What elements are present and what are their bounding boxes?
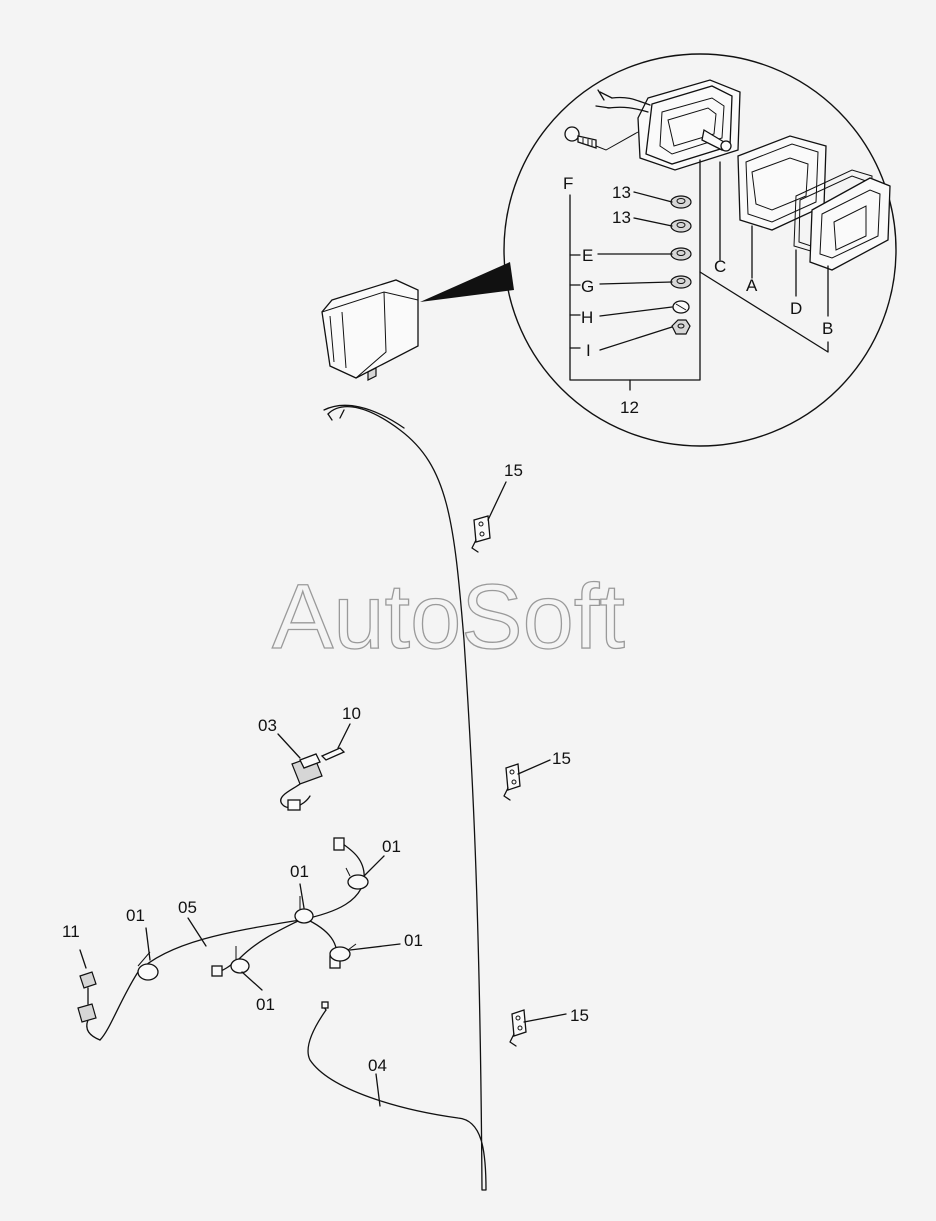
label-G: G [581, 277, 594, 296]
label-01-top: 01 [382, 837, 401, 856]
bracket-15-low [509, 1009, 567, 1047]
label-C: C [714, 257, 726, 276]
label-15a: 15 [504, 461, 523, 480]
lens-A [737, 135, 827, 231]
label-plate-10 [320, 747, 346, 761]
frame-B [809, 177, 891, 271]
connector-11 [79, 971, 97, 989]
work-lamp [321, 279, 419, 381]
label-E: E [582, 246, 593, 265]
detail-magnifier [420, 53, 897, 447]
label-I: I [586, 341, 591, 360]
label-15b: 15 [552, 749, 571, 768]
detail-circle [503, 53, 897, 447]
label-D: D [790, 299, 802, 318]
detail-leaders [569, 159, 829, 391]
label-10: 10 [342, 704, 361, 723]
label-01-left: 01 [126, 906, 145, 925]
harness-04 [307, 404, 487, 1191]
label-05: 05 [178, 898, 197, 917]
label-13a: 13 [612, 183, 631, 202]
label-A: A [746, 276, 758, 295]
zoom-pointer [420, 262, 514, 302]
label-03: 03 [258, 716, 277, 735]
label-H: H [581, 308, 593, 327]
harness-leaders [145, 855, 401, 1107]
watermark: AutoSoft [272, 566, 625, 668]
bolt-F [564, 126, 639, 151]
label-01-bottom: 01 [256, 995, 275, 1014]
label-12: 12 [620, 398, 639, 417]
label-01-right: 01 [404, 931, 423, 950]
switch-03 [277, 723, 351, 811]
label-15c: 15 [570, 1006, 589, 1025]
lamp-housing-detail [595, 79, 741, 171]
label-11: 11 [62, 922, 80, 941]
bracket-15-top [471, 481, 507, 553]
label-B: B [822, 319, 833, 338]
part-labels: 12 13 13 F E G H I C A D B 15 15 15 03 1… [62, 174, 833, 1075]
label-01-center: 01 [290, 862, 309, 881]
label-04: 04 [368, 1056, 387, 1075]
label-13b: 13 [612, 208, 631, 227]
bracket-15-mid [503, 759, 551, 801]
harness-05 [77, 837, 369, 1041]
label-F: F [563, 174, 573, 193]
hardware-stack [670, 195, 692, 335]
